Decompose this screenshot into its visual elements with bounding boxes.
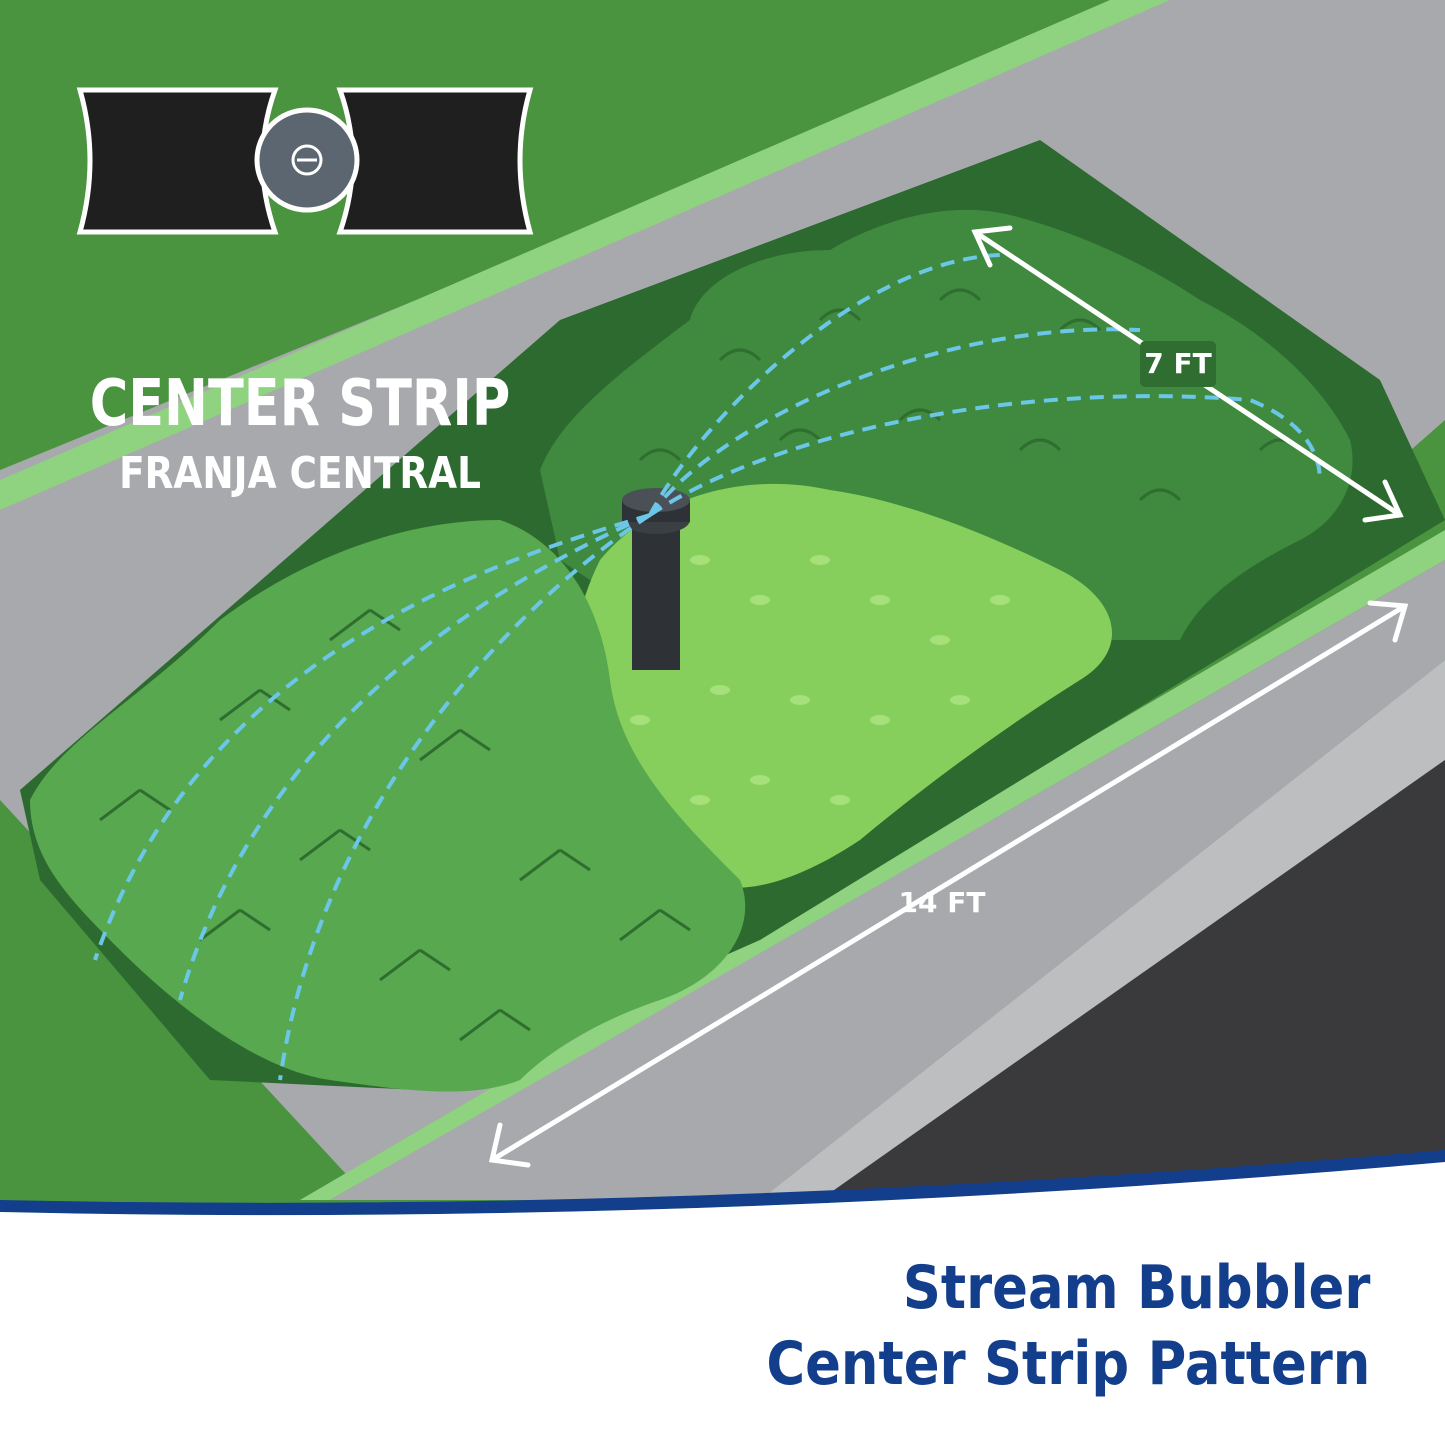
bottom-band-edge — [0, 1150, 1445, 1216]
road — [820, 760, 1445, 1200]
headline-subtitle: FRANJA CENTRAL — [119, 448, 481, 499]
lawn-bottom-left — [0, 800, 300, 1200]
light-shrub-mass — [569, 483, 1113, 888]
curb — [760, 660, 1445, 1200]
caption-line-1: Stream Bubbler — [902, 1253, 1370, 1323]
headline: CENTER STRIP FRANJA CENTRAL — [0, 362, 600, 502]
lower-sidewalk — [330, 560, 1445, 1200]
caption-line-2: Center Strip Pattern — [765, 1329, 1370, 1399]
light-edge-top — [0, 0, 1170, 510]
broadleaf-mass — [30, 520, 746, 1092]
spray-pattern — [93, 253, 1322, 1081]
headline-title: CENTER STRIP — [89, 367, 511, 441]
length-label: 14 FT — [898, 886, 986, 919]
bottom-band — [0, 1162, 1445, 1445]
light-leaf-texture — [630, 555, 1010, 805]
length-arrow — [488, 600, 1409, 1168]
caption: Stream Bubbler Center Strip Pattern — [684, 1250, 1370, 1402]
bubbler-nozzle-icon — [622, 488, 690, 670]
width-label: 7 FT — [1140, 341, 1216, 387]
broadleaf-texture — [99, 608, 691, 1042]
center-strip-pattern-icon — [76, 87, 534, 235]
